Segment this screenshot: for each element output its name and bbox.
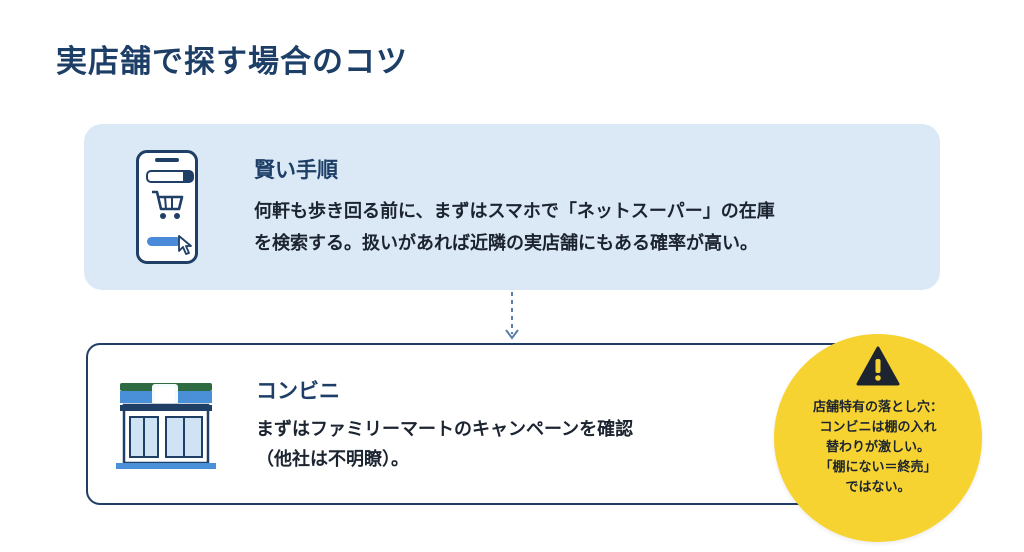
smart-steps-card: 賢い手順 何軒も歩き回る前に、まずはスマホで「ネットスーパー」の在庫 を検索する… — [84, 124, 940, 290]
warning-callout: 店舗特有の落とし穴： コンビニは棚の入れ 替わりが激しい。 「棚にない＝終売」 … — [774, 334, 982, 542]
warning-text-line: 替わりが激しい。 — [825, 440, 930, 455]
convenience-store-text: まずはファミリーマートのキャンペーンを確認 （他社は不明瞭）。 — [256, 415, 776, 475]
smartphone-shopping-icon — [136, 150, 198, 264]
warning-text-line: 店舗特有の落とし穴： — [812, 400, 943, 415]
smart-steps-text: 何軒も歩き回る前に、まずはスマホで「ネットスーパー」の在庫 を検索する。扱いがあ… — [254, 196, 924, 260]
warning-triangle-icon — [856, 346, 900, 386]
pointer-cursor-icon — [178, 235, 192, 255]
phone-buy-button — [147, 237, 181, 246]
smart-steps-text-line: 何軒も歩き回る前に、まずはスマホで「ネットスーパー」の在庫 — [254, 201, 775, 222]
phone-notch — [155, 158, 179, 162]
warning-text-line: 「棚にない＝終売」 — [819, 460, 937, 475]
convenience-store-text-line: （他社は不明瞭）。 — [256, 449, 409, 470]
convenience-store-heading: コンビニ — [256, 379, 340, 403]
connector-arrow — [505, 292, 519, 340]
smart-steps-heading: 賢い手順 — [254, 158, 338, 182]
convenience-store-text-line: まずはファミリーマートのキャンペーンを確認 — [256, 419, 634, 440]
phone-search-icon — [183, 170, 194, 183]
smart-steps-text-line: を検索する。扱いがあれば近隣の実店舗にもある確率が高い。 — [254, 233, 758, 254]
convenience-store-card: コンビニ まずはファミリーマートのキャンペーンを確認 （他社は不明瞭）。 — [86, 343, 876, 505]
warning-text: 店舗特有の落とし穴： コンビニは棚の入れ 替わりが激しい。 「棚にない＝終売」 … — [774, 398, 982, 498]
warning-text-line: ではない。 — [845, 480, 911, 495]
shopping-cart-icon — [152, 190, 184, 219]
page-title: 実店舗で探す場合のコツ — [56, 44, 408, 80]
convenience-store-icon — [116, 383, 216, 469]
warning-text-line: コンビニは棚の入れ — [819, 420, 937, 435]
